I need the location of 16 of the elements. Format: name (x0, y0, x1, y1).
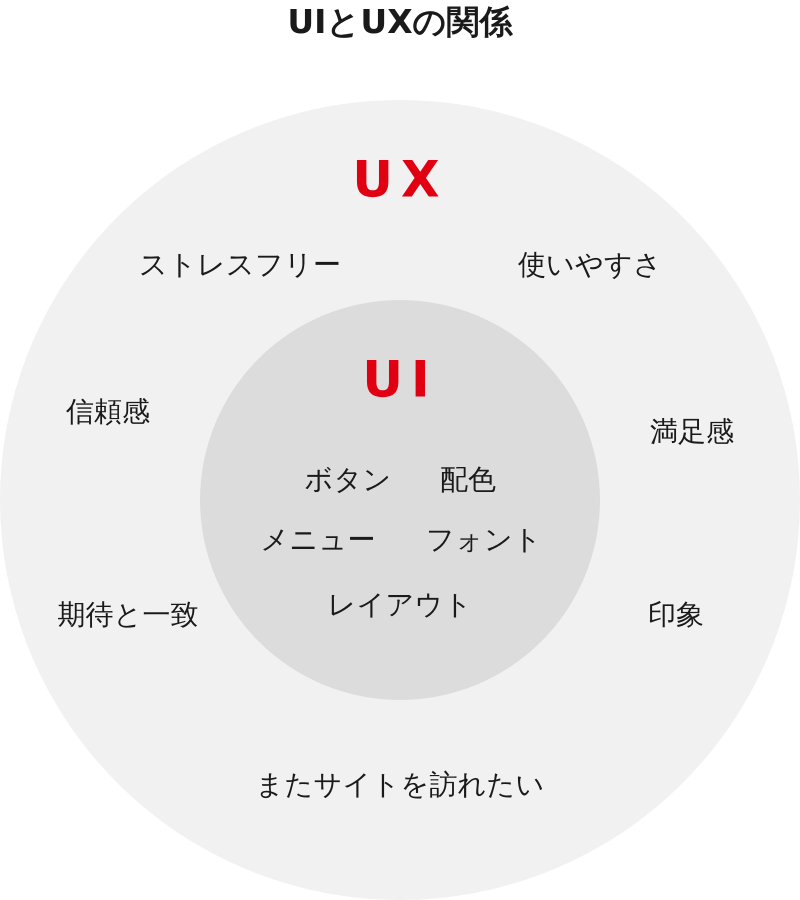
keyword-text: メニュー (260, 524, 376, 556)
keyword-text: 使いやすさ (518, 248, 662, 282)
diagram-title: UIとUXの関係 (286, 2, 514, 42)
keyword-text: ボタン (304, 464, 392, 496)
circle-heading: UI (362, 351, 438, 409)
keyword-text: 満足感 (650, 416, 734, 448)
keyword-text: 配色 (440, 464, 496, 496)
keyword-text: 信頼感 (66, 396, 150, 428)
keyword-text: ストレスフリー (139, 248, 341, 282)
circle-heading: UX (352, 151, 448, 209)
keyword-text: レイアウト (328, 588, 472, 622)
keyword-text: またサイトを訪れたい (256, 768, 544, 802)
keyword-text: 期待と一致 (58, 598, 198, 632)
keyword-text: 印象 (648, 598, 704, 632)
keyword-text: フォント (426, 524, 542, 556)
outer-circle (0, 100, 800, 900)
